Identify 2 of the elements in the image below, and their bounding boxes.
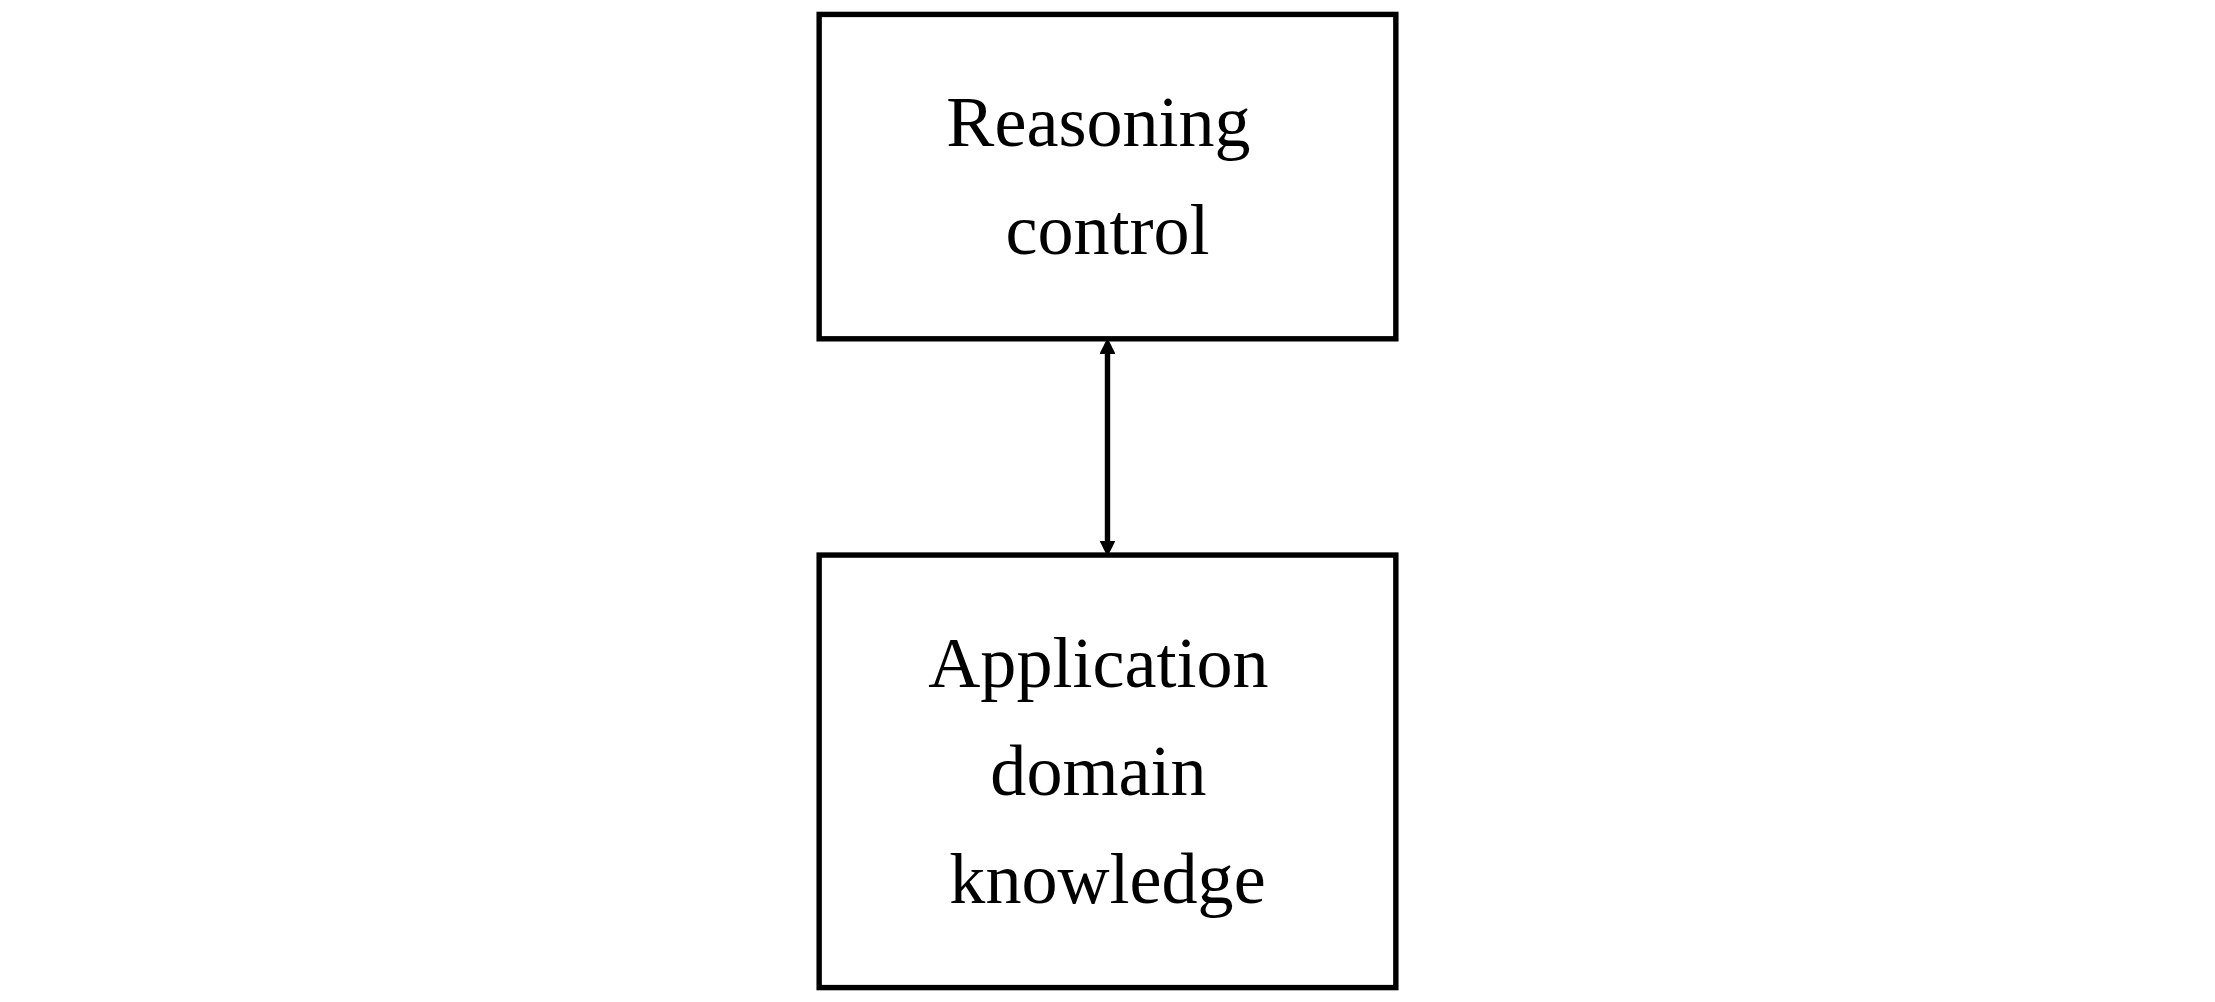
node-box: Reasoning control xyxy=(816,11,1399,342)
node-box: Application domain knowledge xyxy=(816,552,1399,991)
